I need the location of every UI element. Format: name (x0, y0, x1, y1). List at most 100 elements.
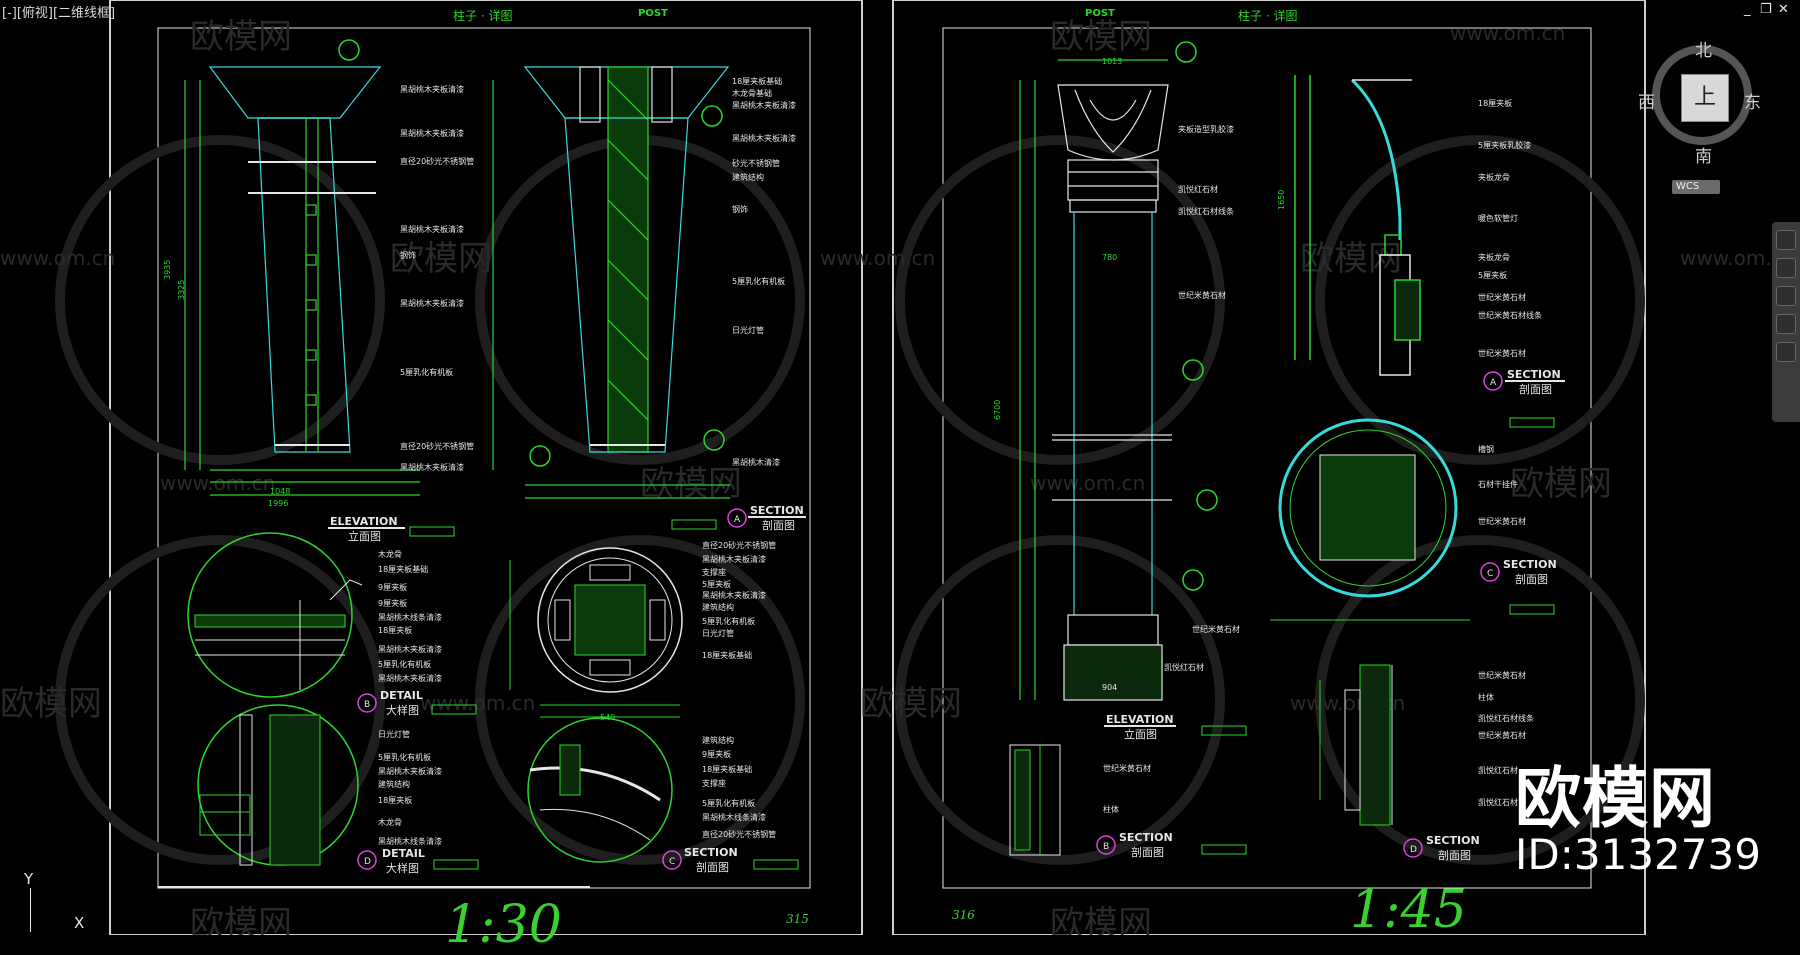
svg-text:18厘夹板基础: 18厘夹板基础 (378, 564, 428, 574)
svg-text:1650: 1650 (1277, 190, 1286, 210)
svg-text:5厘乳化有机板: 5厘乳化有机板 (732, 276, 785, 286)
svg-text:780: 780 (1102, 253, 1117, 262)
svg-text:黑胡桃木夹板清漆: 黑胡桃木夹板清漆 (400, 224, 464, 234)
svg-text:ELEVATION: ELEVATION (1106, 713, 1174, 726)
svg-text:世纪米黄石材: 世纪米黄石材 (1103, 763, 1151, 773)
svg-text:夹板龙骨: 夹板龙骨 (1478, 252, 1510, 262)
watermark-logo: 欧模网 (1300, 239, 1402, 279)
svg-text:1048: 1048 (270, 487, 290, 496)
svg-text:C: C (1487, 569, 1493, 579)
svg-text:立面图: 立面图 (1124, 727, 1157, 741)
svg-text:5厘乳化有机板: 5厘乳化有机板 (702, 616, 755, 626)
right-section-d-label: D SECTION 剖面图 (1403, 834, 1480, 862)
svg-text:大样图: 大样图 (386, 861, 419, 875)
svg-text:凯悦红石材: 凯悦红石材 (1478, 765, 1518, 775)
orbit-icon[interactable] (1776, 314, 1796, 334)
minimize-button[interactable]: _ (1744, 2, 1751, 17)
right-section-a-notes: 18厘夹板 5厘夹板乳胶漆 夹板龙骨 暖色软管灯 夹板龙骨 5厘夹板 世纪米黄石… (1277, 98, 1542, 358)
right-section-a-label: A SECTION 剖面图 (1483, 368, 1565, 428)
steering-wheel-icon[interactable] (1776, 230, 1796, 250)
sheet-left-post: POST (638, 8, 668, 19)
svg-text:5厘夹板: 5厘夹板 (1478, 270, 1507, 280)
svg-text:剖面图: 剖面图 (1131, 845, 1164, 859)
sheet-right-post: POST (1085, 8, 1115, 19)
cad-drawing[interactable]: 欧模网 欧模网 欧模网 欧模网 欧模网 欧模网 欧模网 欧模网 欧模网 欧模网 … (0, 0, 1800, 935)
svg-text:暖色软管灯: 暖色软管灯 (1478, 213, 1518, 223)
svg-text:3325: 3325 (177, 280, 186, 300)
watermark-logo: 欧模网 (860, 684, 962, 724)
svg-text:1013: 1013 (1102, 57, 1122, 66)
right-elevation-drawing (1019, 59, 1172, 701)
left-detail-d-drawing (197, 704, 359, 866)
viewcube-compass-ring[interactable] (1652, 45, 1752, 145)
svg-text:建筑结构: 建筑结构 (732, 172, 764, 182)
left-section-c-drawing (527, 717, 673, 863)
svg-text:石材干挂件: 石材干挂件 (1478, 479, 1518, 489)
svg-text:SECTION: SECTION (1119, 831, 1173, 844)
svg-text:黑胡桃木夹板清漆: 黑胡桃木夹板清漆 (702, 554, 766, 564)
navigation-bar[interactable] (1772, 222, 1800, 422)
right-elevation-notes: 夹板造型乳胶漆 凯悦红石材 凯悦红石材线条 世纪米黄石材 世纪米黄石材 凯悦红石… (993, 57, 1240, 692)
svg-text:A: A (734, 515, 741, 525)
viewport-label[interactable]: [-][俯视][二维线框] (2, 6, 116, 21)
svg-text:建筑结构: 建筑结构 (378, 779, 410, 789)
svg-text:木龙骨: 木龙骨 (378, 549, 402, 559)
svg-text:SECTION: SECTION (1507, 368, 1561, 381)
compass-north[interactable]: 北 (1695, 41, 1712, 61)
svg-text:540: 540 (600, 713, 615, 722)
svg-text:世纪米黄石材: 世纪米黄石材 (1478, 348, 1526, 358)
sheet-right-frame (942, 27, 1592, 889)
compass-east[interactable]: 东 (1744, 93, 1761, 113)
svg-text:凯悦红石材线条: 凯悦红石材线条 (1178, 206, 1234, 216)
compass-south[interactable]: 南 (1695, 147, 1712, 167)
close-button[interactable]: ✕ (1778, 2, 1789, 17)
watermark-logos: 欧模网 欧模网 欧模网 欧模网 欧模网 欧模网 欧模网 欧模网 欧模网 欧模网 … (0, 17, 1795, 935)
watermark-circles (55, 135, 1645, 865)
viewcube[interactable]: 北 南 西 东 上 WCS (1638, 30, 1761, 194)
svg-text:D: D (364, 857, 371, 867)
watermark-logo: 欧模网 (1050, 17, 1152, 57)
svg-text:大样图: 大样图 (386, 703, 419, 717)
right-section-c-notes: 槽钢 石材干挂件 世纪米黄石材 (1478, 444, 1526, 526)
svg-text:凯悦红石材: 凯悦红石材 (1178, 184, 1218, 194)
svg-text:黑胡桃木夹板清漆: 黑胡桃木夹板清漆 (732, 100, 796, 110)
svg-text:9厘夹板: 9厘夹板 (378, 598, 407, 608)
sheet-left-title: 柱子 · 详图 (453, 8, 512, 23)
right-section-d-drawing (1319, 664, 1393, 826)
watermark-logo: 欧模网 (190, 17, 292, 57)
left-detail-b-notes: 木龙骨 18厘夹板基础 9厘夹板 9厘夹板 黑胡桃木线条清漆 18厘夹板 黑胡桃… (378, 549, 442, 683)
svg-text:黑胡桃木夹板清漆: 黑胡桃木夹板清漆 (400, 298, 464, 308)
left-elevation-drawing (184, 66, 420, 496)
brand-logo-text: 欧模网 (1515, 760, 1716, 837)
svg-text:SECTION: SECTION (1503, 558, 1557, 571)
svg-text:世纪米黄石材: 世纪米黄石材 (1478, 292, 1526, 302)
left-section-notes: 18厘夹板基础 木龙骨基础 黑胡桃木夹板清漆 黑胡桃木夹板清漆 砂光不锈钢管 建… (732, 76, 796, 467)
svg-text:5厘夹板乳胶漆: 5厘夹板乳胶漆 (1478, 140, 1531, 150)
svg-text:C: C (669, 857, 675, 867)
watermark-logo: 欧模网 (1510, 464, 1612, 504)
left-plan-drawing (509, 547, 683, 718)
svg-text:日光灯管: 日光灯管 (378, 729, 410, 739)
svg-text:黑胡桃木清漆: 黑胡桃木清漆 (732, 457, 780, 467)
restore-button[interactable]: ❐ (1760, 2, 1772, 17)
wcs-menu[interactable]: WCS (1672, 180, 1720, 194)
compass-west[interactable]: 西 (1638, 93, 1655, 113)
right-section-c-label: C SECTION 剖面图 (1480, 558, 1557, 615)
sheet-right-border (892, 0, 1646, 935)
svg-text:槽钢: 槽钢 (1478, 444, 1494, 454)
svg-text:砂光不锈钢管: 砂光不锈钢管 (732, 158, 780, 168)
svg-text:黑胡桃木夹板清漆: 黑胡桃木夹板清漆 (400, 128, 464, 138)
svg-text:世纪米黄石材: 世纪米黄石材 (1192, 624, 1240, 634)
svg-text:木龙骨基础: 木龙骨基础 (732, 88, 772, 98)
viewcube-top-face[interactable]: 上 (1681, 74, 1729, 122)
svg-text:凯悦红石材线条: 凯悦红石材线条 (1478, 713, 1534, 723)
svg-text:日光灯管: 日光灯管 (732, 325, 764, 335)
zoom-icon[interactable] (1776, 286, 1796, 306)
svg-text:立面图: 立面图 (348, 529, 381, 543)
svg-text:直径20砂光不锈钢管: 直径20砂光不锈钢管 (400, 156, 474, 166)
pan-icon[interactable] (1776, 258, 1796, 278)
svg-text:SECTION: SECTION (1426, 834, 1480, 847)
svg-text:世纪米黄石材: 世纪米黄石材 (1478, 670, 1526, 680)
showmotion-icon[interactable] (1776, 342, 1796, 362)
svg-text:3935: 3935 (163, 260, 172, 280)
